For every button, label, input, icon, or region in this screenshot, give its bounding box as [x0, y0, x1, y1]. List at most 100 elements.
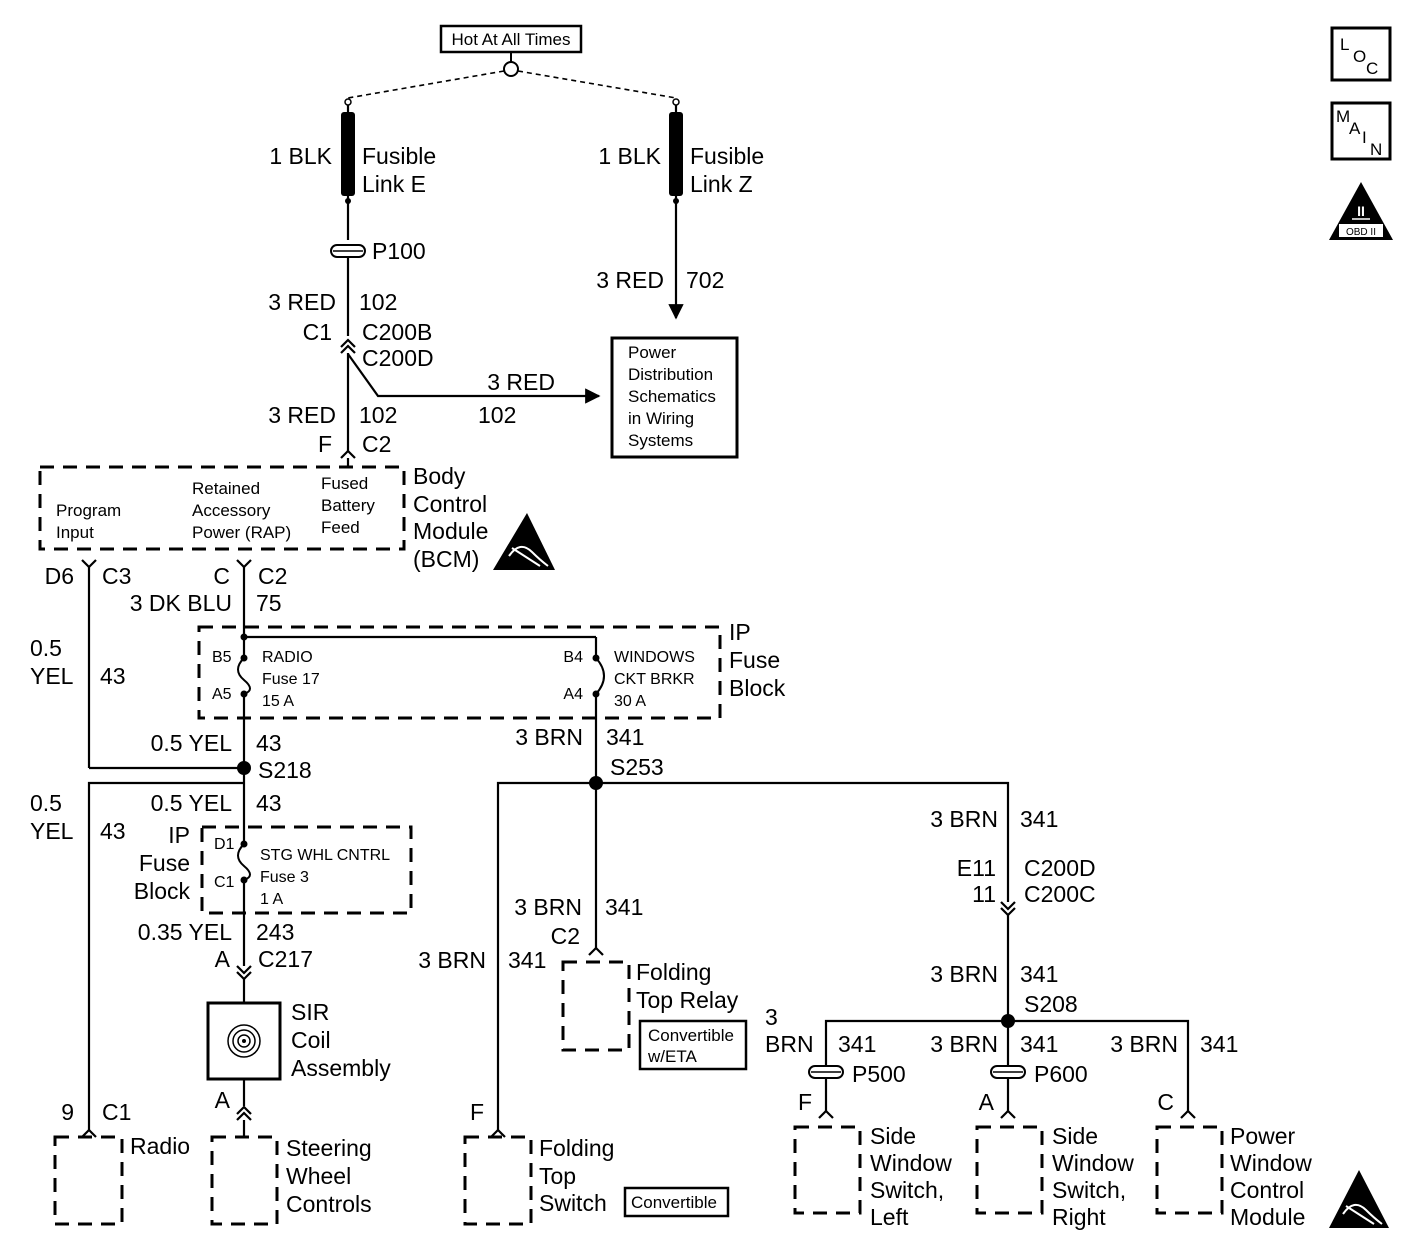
svg-text:341: 341: [606, 724, 644, 750]
svg-text:341: 341: [1020, 1031, 1058, 1057]
svg-text:Fuse: Fuse: [729, 647, 780, 673]
svg-text:102: 102: [359, 402, 397, 428]
svg-text:15 A: 15 A: [262, 693, 294, 710]
svg-text:C200C: C200C: [1024, 881, 1096, 907]
fusible-link-e-label-1: Fusible: [362, 143, 436, 169]
svg-text:3 RED: 3 RED: [268, 289, 336, 315]
svg-text:30 A: 30 A: [614, 693, 646, 710]
svg-text:Power: Power: [628, 343, 677, 362]
svg-text:IP: IP: [168, 822, 190, 848]
svg-text:Program: Program: [56, 501, 121, 520]
svg-text:C1: C1: [102, 1099, 131, 1125]
svg-text:C200B: C200B: [362, 319, 432, 345]
svg-text:102: 102: [359, 289, 397, 315]
svg-text:Coil: Coil: [291, 1027, 331, 1053]
svg-text:D1: D1: [214, 836, 235, 853]
svg-text:E11: E11: [957, 855, 996, 881]
hot-at-all-times-source: Hot At All Times: [344, 24, 680, 106]
svg-text:Switch: Switch: [539, 1190, 607, 1216]
svg-text:Power: Power: [1230, 1123, 1296, 1149]
svg-text:Fuse 17: Fuse 17: [262, 671, 320, 688]
svg-text:N: N: [1370, 140, 1382, 159]
svg-text:341: 341: [1020, 961, 1058, 987]
svg-text:0.5 YEL: 0.5 YEL: [151, 790, 233, 816]
svg-text:341: 341: [838, 1031, 876, 1057]
svg-text:Body: Body: [413, 463, 466, 489]
power-window-control-module: Power Window Control Module: [1155, 1123, 1312, 1230]
svg-text:B4: B4: [563, 649, 583, 666]
svg-text:YEL: YEL: [30, 663, 74, 689]
svg-text:F: F: [798, 1089, 812, 1115]
svg-text:243: 243: [256, 919, 294, 945]
svg-text:Window: Window: [870, 1150, 952, 1176]
svg-text:Side: Side: [1052, 1123, 1098, 1149]
svg-text:Retained: Retained: [192, 479, 260, 498]
fusible-link-z-label-2: Link Z: [690, 171, 753, 197]
svg-text:C1: C1: [214, 874, 235, 891]
svg-text:Right: Right: [1052, 1204, 1106, 1230]
svg-text:C1: C1: [303, 319, 332, 345]
svg-text:75: 75: [256, 590, 282, 616]
svg-text:Battery: Battery: [321, 496, 375, 515]
fusible-link-z-label-1: Fusible: [690, 143, 764, 169]
svg-text:3 BRN: 3 BRN: [930, 1031, 998, 1057]
p500-splice: P500 F: [798, 1061, 906, 1119]
svg-text:IP: IP: [729, 619, 751, 645]
main-icon: M A I N: [1330, 101, 1392, 161]
svg-text:Systems: Systems: [628, 431, 693, 450]
svg-text:CKT BRKR: CKT BRKR: [614, 671, 695, 688]
svg-text:3 BRN: 3 BRN: [930, 806, 998, 832]
svg-text:Distribution: Distribution: [628, 365, 713, 384]
svg-text:Switch,: Switch,: [870, 1177, 944, 1203]
fusible-link-e-wire: 1 BLK: [269, 143, 332, 169]
svg-text:Side: Side: [870, 1123, 916, 1149]
fusible-link-e: 1 BLK Fusible Link E: [269, 105, 436, 240]
svg-text:S208: S208: [1024, 991, 1078, 1017]
svg-text:(BCM): (BCM): [413, 546, 479, 572]
svg-text:0.35 YEL: 0.35 YEL: [138, 919, 232, 945]
svg-text:Wheel: Wheel: [286, 1163, 351, 1189]
svg-text:Steering: Steering: [286, 1135, 372, 1161]
yel-43-circuit: 0.5 YEL 43 0.5 YEL 43 S218 0.5 YEL 43 0.…: [30, 567, 312, 1138]
power-distribution-box: Power Distribution Schematics in Wiring …: [610, 336, 739, 459]
p100-splice: P100: [330, 238, 426, 264]
svg-text:Folding: Folding: [539, 1135, 614, 1161]
svg-text:Assembly: Assembly: [291, 1055, 391, 1081]
steering-wheel-controls: Steering Wheel Controls: [210, 1135, 372, 1226]
svg-text:Radio: Radio: [130, 1133, 190, 1159]
svg-text:341: 341: [1200, 1031, 1238, 1057]
svg-text:3 BRN: 3 BRN: [514, 894, 582, 920]
svg-text:STG WHL CNTRL: STG WHL CNTRL: [260, 847, 390, 864]
svg-text:C217: C217: [258, 946, 313, 972]
svg-text:D6: D6: [45, 563, 74, 589]
folding-top-switch: Folding Top Switch Convertible: [463, 1135, 730, 1226]
svg-text:C2: C2: [258, 563, 287, 589]
svg-text:BRN: BRN: [765, 1031, 814, 1057]
sir-coil-assembly: 0.35 YEL 243 A C217 SIR Coil Assembly A: [138, 880, 391, 1137]
svg-text:341: 341: [605, 894, 643, 920]
side-window-switch-left: Side Window Switch, Left: [793, 1123, 952, 1230]
svg-text:Module: Module: [1230, 1204, 1305, 1230]
svg-text:L: L: [1340, 35, 1349, 54]
svg-text:M: M: [1336, 107, 1350, 126]
svg-text:II: II: [1357, 203, 1365, 219]
svg-text:A4: A4: [563, 686, 583, 703]
svg-text:Accessory: Accessory: [192, 501, 271, 520]
ip-fuse-block-bottom: IP Fuse Block D1 C1 STG WHL CNTRL Fuse 3…: [134, 822, 413, 915]
svg-text:A: A: [1349, 119, 1361, 138]
svg-text:Top: Top: [539, 1163, 576, 1189]
pdc-circuit-label: 702: [686, 267, 724, 293]
svg-text:43: 43: [256, 790, 282, 816]
svg-text:Controls: Controls: [286, 1191, 372, 1217]
svg-text:102: 102: [478, 402, 516, 428]
esd-icon: [493, 513, 555, 570]
svg-text:Feed: Feed: [321, 518, 360, 537]
svg-text:in Wiring: in Wiring: [628, 409, 694, 428]
svg-text:Convertible: Convertible: [648, 1026, 734, 1045]
svg-text:B5: B5: [212, 649, 232, 666]
svg-text:43: 43: [256, 730, 282, 756]
svg-text:C200D: C200D: [1024, 855, 1096, 881]
svg-text:w/ETA: w/ETA: [647, 1047, 697, 1066]
svg-text:Input: Input: [56, 523, 94, 542]
